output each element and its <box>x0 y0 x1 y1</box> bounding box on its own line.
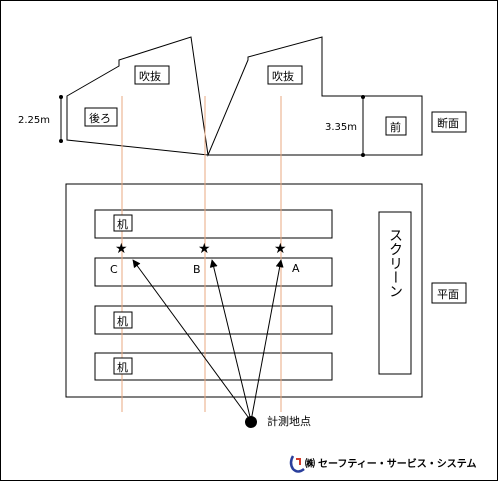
rear-label: 後ろ <box>89 111 111 125</box>
desk-label-1: 机 <box>117 217 128 231</box>
rear-box <box>84 107 118 127</box>
screen-label: スクリーン <box>387 228 403 298</box>
rear-dimension-dot-top <box>59 95 63 99</box>
arrow-to-a <box>250 259 284 422</box>
front-box <box>385 116 407 136</box>
measure-point-dot <box>245 416 257 428</box>
front-dimension-dot-top <box>361 95 365 99</box>
position-a: A <box>292 262 300 275</box>
measure-point-label: 計測地点 <box>267 414 311 428</box>
front-label: 前 <box>390 120 401 134</box>
desk-row-1 <box>94 209 333 239</box>
desk-label-box-3 <box>113 311 133 329</box>
front-dimension-dot-bottom <box>361 153 365 157</box>
section-outline <box>66 36 423 157</box>
position-b: B <box>193 263 201 276</box>
void-box-left <box>134 65 170 85</box>
section-title: 断面 <box>437 116 459 130</box>
rear-dimension-dot-bottom <box>59 139 63 143</box>
void-label-left: 吹抜 <box>139 69 161 83</box>
plan-title-box <box>431 282 467 304</box>
company-logo-mark: ㈱ <box>305 457 315 470</box>
position-c: C <box>110 263 118 276</box>
desk-row-4 <box>94 352 333 381</box>
arrow-to-c <box>132 259 252 422</box>
front-height-label: 3.35m <box>325 122 357 133</box>
desk-label-4: 机 <box>117 360 128 374</box>
void-box-right <box>267 65 303 85</box>
desk-row-3 <box>94 305 333 335</box>
void-label-right: 吹抜 <box>272 69 294 83</box>
star-c: ★ <box>115 241 128 257</box>
desk-label-3: 机 <box>117 314 128 328</box>
screen <box>378 211 412 375</box>
desk-label-box-1 <box>113 214 133 232</box>
star-a: ★ <box>274 241 287 257</box>
arrow-to-b <box>209 259 252 422</box>
desk-label-box-4 <box>113 357 133 375</box>
plan-title: 平面 <box>437 288 459 301</box>
rear-height-label: 2.25m <box>18 115 50 126</box>
company-name: セーフティー・サービス・システム <box>318 457 477 470</box>
section-title-box <box>431 111 467 133</box>
star-b: ★ <box>198 241 211 257</box>
company-logo-icon <box>289 455 305 473</box>
